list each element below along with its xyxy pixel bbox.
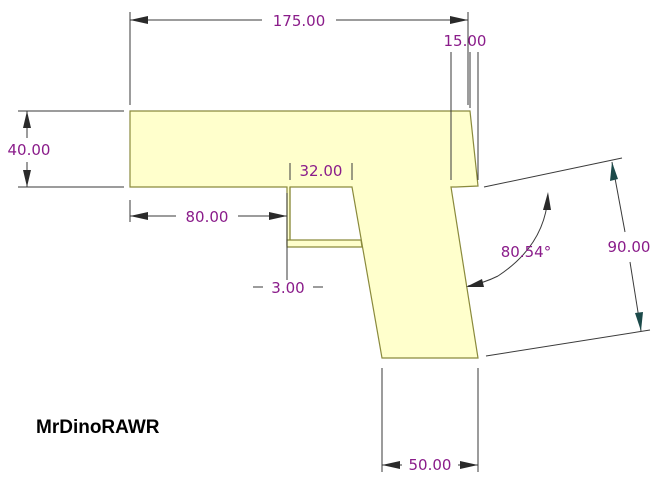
arrowhead [23, 111, 31, 128]
dim-text-overall-width: 175.00 [273, 12, 326, 30]
dim-text-height: 40.00 [8, 141, 51, 159]
arrowhead [635, 312, 643, 331]
dim-text-left-length: 80.00 [186, 208, 229, 226]
dim-rib-thickness: 3.00 [253, 279, 323, 297]
arrowhead [450, 16, 468, 24]
arrowhead [23, 170, 31, 187]
arrowhead [460, 461, 478, 469]
dim-angle: 80.54° [466, 192, 551, 287]
dim-text-slot-width: 32.00 [300, 162, 343, 180]
dim-height: 40.00 [8, 110, 124, 188]
dim-text-bottom-width: 50.00 [409, 456, 452, 474]
part-body [129, 110, 479, 359]
arrowhead [130, 212, 148, 220]
dim-top-offset: 15.00 [444, 32, 487, 180]
arrowhead [610, 162, 618, 181]
arrowhead [543, 192, 551, 210]
extension-line [483, 157, 623, 188]
arrowhead [382, 461, 400, 469]
extension-line [485, 329, 651, 357]
part-outline [129, 110, 479, 359]
dim-overall-width: 175.00 [129, 12, 469, 105]
dim-left-length: 80.00 [129, 193, 288, 280]
dim-text-angle: 80.54° [501, 243, 551, 261]
dim-text-top-offset: 15.00 [444, 32, 487, 50]
arrowhead [269, 212, 287, 220]
dim-bottom-width: 50.00 [381, 368, 479, 474]
dim-leg-height: 90.00 [483, 157, 651, 357]
angle-arc [497, 195, 549, 277]
arrowhead [466, 279, 484, 287]
author-label: MrDinoRAWR [36, 417, 160, 438]
dim-text-rib-thickness: 3.00 [271, 279, 304, 297]
rib-web [286, 239, 363, 248]
dim-text-leg-height: 90.00 [608, 238, 651, 256]
dim-slot-width: 32.00 [289, 162, 353, 180]
arrowhead [130, 16, 148, 24]
